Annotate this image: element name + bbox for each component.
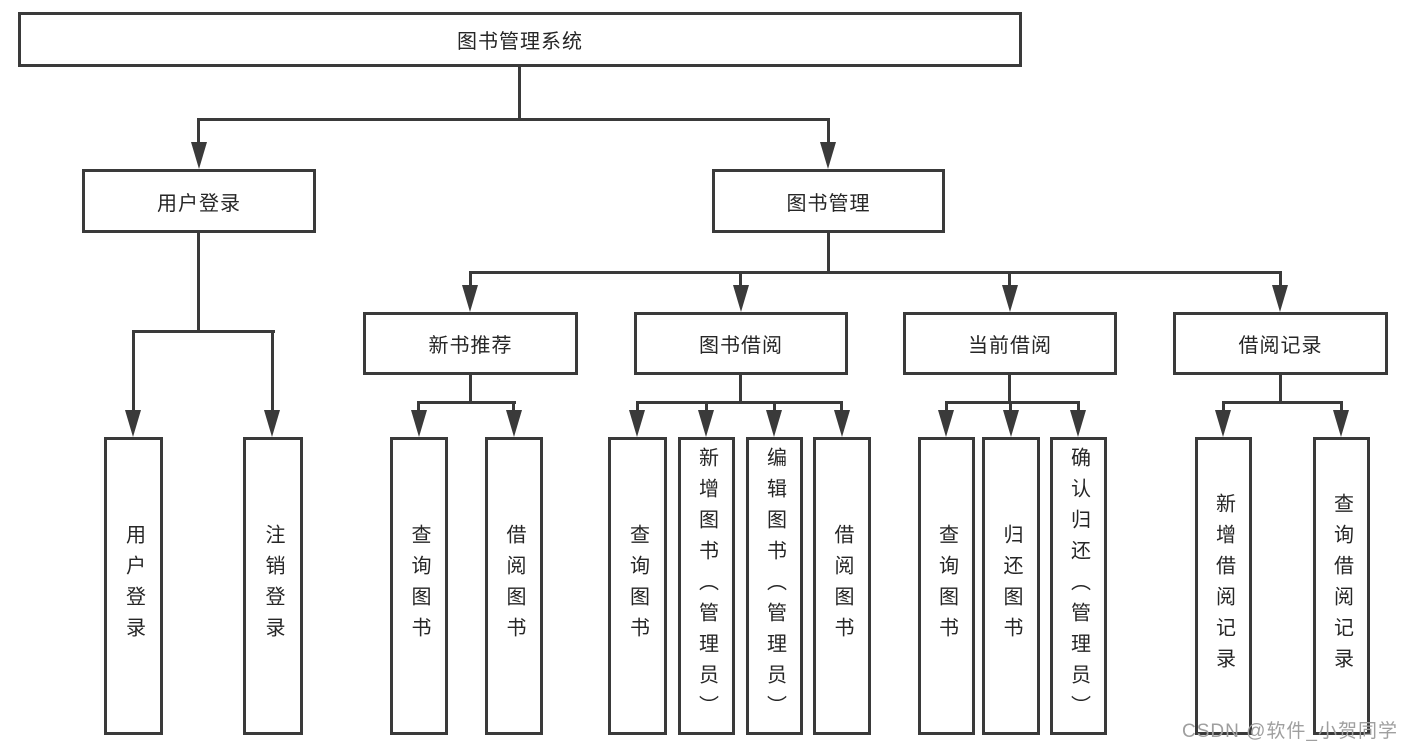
node-book-borrow: 图书借阅: [634, 312, 848, 375]
arrowhead-down-icon: [1215, 410, 1231, 437]
node-current-borrow: 当前借阅: [903, 312, 1117, 375]
connector-vline: [1222, 401, 1225, 412]
connector-vline: [1077, 401, 1080, 412]
connector-vline: [1279, 375, 1282, 404]
arrowhead-down-icon: [462, 285, 478, 312]
leaf-borrow-books: 借阅图书: [813, 437, 871, 735]
connector-vline: [705, 401, 708, 412]
connector-vline: [1008, 375, 1011, 404]
leaf-add-borrow-record: 新增借阅记录: [1195, 437, 1252, 735]
arrowhead-down-icon: [506, 410, 522, 437]
leaf-query-books: 查询图书: [918, 437, 975, 735]
connector-hline: [417, 401, 516, 404]
leaf-confirm-return-admin: 确认归还（管理员）: [1050, 437, 1107, 735]
connector-vline: [1340, 401, 1343, 412]
connector-vline: [417, 401, 420, 412]
node-label: 查询图书: [408, 524, 430, 648]
node-label: 借阅图书: [831, 524, 853, 648]
node-label: 确认归还（管理员）: [1067, 446, 1090, 726]
csdn-watermark: CSDN @软件_小贺同学: [1182, 721, 1398, 742]
arrowhead-down-icon: [733, 285, 749, 312]
node-label: 归还图书: [1000, 524, 1022, 648]
node-label: 查询图书: [626, 524, 649, 648]
connector-hline: [197, 118, 830, 121]
leaf-user-login: 用户登录: [104, 437, 163, 735]
node-label: 图书管理系统: [457, 31, 583, 53]
leaf-query-books: 查询图书: [608, 437, 667, 735]
connector-vline: [827, 233, 830, 274]
arrowhead-down-icon: [125, 410, 141, 437]
node-label: 查询借阅记录: [1330, 493, 1353, 679]
node-label: 借阅记录: [1238, 335, 1323, 357]
connector-vline: [1009, 401, 1012, 412]
arrowhead-down-icon: [820, 142, 836, 169]
connector-vline: [739, 271, 742, 287]
connector-vline: [469, 375, 472, 404]
node-label: 新书推荐: [428, 335, 513, 357]
arrowhead-down-icon: [1272, 285, 1288, 312]
arrowhead-down-icon: [1003, 410, 1019, 437]
arrowhead-down-icon: [834, 410, 850, 437]
leaf-add-books-admin: 新增图书（管理员）: [678, 437, 735, 735]
connector-vline: [271, 330, 274, 412]
arrowhead-down-icon: [938, 410, 954, 437]
connector-vline: [1008, 271, 1011, 287]
arrowhead-down-icon: [264, 410, 280, 437]
node-label: 当前借阅: [968, 335, 1052, 357]
arrowhead-down-icon: [766, 410, 782, 437]
connector-vline: [469, 271, 472, 287]
connector-vline: [1279, 271, 1282, 287]
connector-vline: [945, 401, 948, 412]
connector-vline: [132, 330, 135, 412]
node-label: 图书借阅: [699, 335, 783, 357]
node-label: 用户登录: [157, 192, 241, 215]
connector-hline: [469, 271, 1282, 274]
node-book-management: 图书管理: [712, 169, 945, 233]
node-new-book-recommend: 新书推荐: [363, 312, 578, 375]
connector-hline: [945, 401, 1080, 404]
leaf-query-books: 查询图书: [390, 437, 448, 735]
connector-vline: [636, 401, 639, 412]
connector-vline: [773, 401, 776, 412]
arrowhead-down-icon: [1002, 285, 1018, 312]
arrowhead-down-icon: [411, 410, 427, 437]
connector-vline: [197, 118, 200, 144]
connector-vline: [518, 67, 521, 121]
connector-vline: [827, 118, 830, 144]
arrowhead-down-icon: [1070, 410, 1086, 437]
node-label: 新增借阅记录: [1212, 493, 1235, 679]
arrowhead-down-icon: [629, 410, 645, 437]
arrowhead-down-icon: [698, 410, 714, 437]
node-borrow-records: 借阅记录: [1173, 312, 1388, 375]
connector-hline: [132, 330, 275, 333]
connector-hline: [1222, 401, 1342, 404]
arrowhead-down-icon: [1333, 410, 1349, 437]
leaf-edit-books-admin: 编辑图书（管理员）: [746, 437, 803, 735]
node-label: 编辑图书（管理员）: [763, 446, 786, 726]
node-label: 查询图书: [935, 524, 958, 648]
connector-vline: [739, 375, 742, 404]
leaf-logout: 注销登录: [243, 437, 303, 735]
connector-hline: [636, 401, 843, 404]
node-user-login: 用户登录: [82, 169, 316, 233]
leaf-query-borrow-record: 查询借阅记录: [1313, 437, 1370, 735]
node-label: 图书管理: [786, 192, 871, 215]
arrowhead-down-icon: [191, 142, 207, 169]
leaf-borrow-books: 借阅图书: [485, 437, 543, 735]
node-label: 注销登录: [262, 524, 284, 648]
connector-vline: [197, 233, 200, 333]
leaf-return-books: 归还图书: [982, 437, 1040, 735]
node-root: 图书管理系统: [18, 12, 1022, 67]
connector-vline: [512, 401, 515, 412]
node-label: 用户登录: [122, 524, 145, 648]
node-label: 新增图书（管理员）: [695, 446, 718, 726]
node-label: 借阅图书: [503, 524, 525, 648]
connector-vline: [840, 401, 843, 412]
